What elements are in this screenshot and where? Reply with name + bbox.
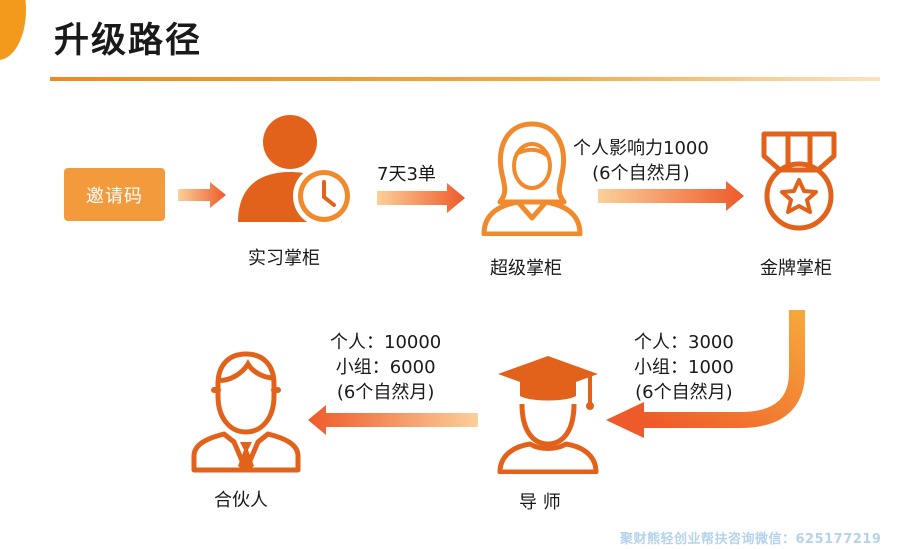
node-label-mentor: 导 师 bbox=[519, 492, 561, 513]
condition-to-gold-line2: (6个自然月) bbox=[592, 163, 690, 184]
invite-code-button[interactable]: 邀请码 bbox=[64, 168, 165, 221]
arrow-super-to-gold bbox=[598, 181, 744, 211]
condition-to-super: 7天3单 bbox=[377, 164, 436, 185]
condition-to-partner-line2: 小组：6000 bbox=[335, 357, 436, 378]
condition-to-mentor: 个人：3000 小组：1000 (6个自然月) bbox=[634, 330, 734, 405]
woman-icon bbox=[481, 121, 583, 236]
arrow-intern-to-super bbox=[377, 183, 465, 213]
node-label-intern: 实习掌柜 bbox=[248, 248, 320, 269]
arrow-mentor-to-partner bbox=[308, 405, 478, 435]
corner-decoration bbox=[0, 0, 26, 60]
medal-icon bbox=[761, 131, 837, 231]
page-title: 升级路径 bbox=[54, 21, 203, 61]
condition-to-partner-line1: 个人：10000 bbox=[330, 332, 442, 353]
node-label-partner: 合伙人 bbox=[214, 490, 268, 511]
person-clock-icon bbox=[238, 115, 355, 227]
condition-to-mentor-line2: 小组：1000 bbox=[634, 357, 734, 378]
node-label-gold: 金牌掌柜 bbox=[760, 258, 832, 279]
graduate-icon bbox=[497, 356, 599, 474]
title-underline bbox=[50, 77, 880, 81]
arrow-invite-to-intern bbox=[178, 182, 226, 208]
condition-to-mentor-line3: (6个自然月) bbox=[635, 382, 733, 403]
condition-to-partner-line3: (6个自然月) bbox=[336, 382, 435, 403]
condition-to-partner: 个人：10000 小组：6000 (6个自然月) bbox=[330, 330, 441, 405]
businessman-icon bbox=[191, 351, 301, 473]
arrow-gold-to-mentor bbox=[606, 310, 805, 438]
node-label-super: 超级掌柜 bbox=[490, 258, 562, 279]
condition-to-gold-line1: 个人影响力1000 bbox=[573, 138, 709, 159]
condition-to-mentor-line1: 个人：3000 bbox=[634, 332, 734, 353]
contact-watermark: 聚财熊轻创业帮扶咨询微信：625177219 bbox=[620, 532, 882, 547]
condition-to-gold: 个人影响力1000 (6个自然月) bbox=[573, 136, 709, 186]
